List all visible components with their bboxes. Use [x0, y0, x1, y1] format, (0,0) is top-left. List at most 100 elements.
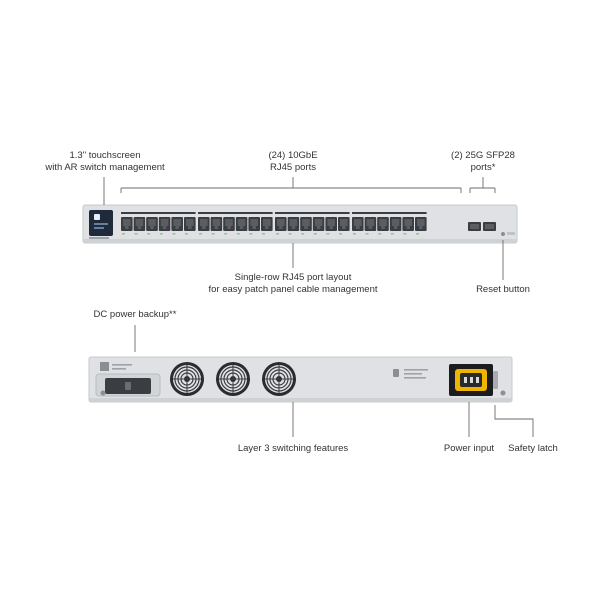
sfp-callout-line1: (2) 25G SFP28 — [451, 150, 515, 161]
regulatory-text-strip — [404, 369, 428, 371]
port-group-marker — [121, 212, 196, 214]
regulatory-text-strip — [404, 377, 426, 379]
port-layout-callout-line2: for easy patch panel cable management — [208, 284, 378, 295]
rj45-port — [210, 217, 223, 235]
ground-screw-icon — [500, 390, 506, 396]
rj45-port — [312, 217, 325, 235]
rj45-port — [402, 217, 414, 235]
touchscreen-logo-icon — [94, 214, 100, 220]
layer3-callout: Layer 3 switching features — [237, 443, 349, 454]
port-led — [159, 233, 163, 235]
port-led — [276, 233, 279, 235]
ubiquiti-logo-icon — [393, 369, 399, 377]
rj45-port — [287, 217, 300, 235]
reset-callout: Reset button — [476, 284, 530, 295]
sfp-callout-line2: ports* — [470, 162, 496, 173]
port-group-marker — [198, 212, 273, 214]
port-led — [378, 233, 382, 235]
rear-chassis-lip — [89, 398, 512, 402]
rj45-port — [248, 217, 260, 235]
port-led — [416, 233, 419, 235]
front-chassis-lip — [83, 239, 517, 243]
port-led — [365, 233, 369, 235]
rj45-port — [377, 217, 389, 235]
sfp28-port — [468, 222, 481, 231]
port-layout-callout: Single-row RJ45 port layout for easy pat… — [198, 272, 388, 296]
rj45-port — [158, 217, 171, 235]
sfp-callout: (2) 25G SFP28 ports* — [433, 150, 533, 174]
port-led — [249, 233, 253, 235]
safety-latch-leader — [494, 405, 534, 437]
dc-power-latch-icon — [125, 382, 131, 390]
fan-icon — [170, 362, 204, 396]
ground-screw-icon — [100, 390, 106, 396]
rj45-port — [364, 217, 377, 235]
rj45-port — [121, 217, 133, 235]
fan-group — [170, 362, 296, 396]
touchscreen-status-line — [94, 227, 104, 229]
rj45-port — [146, 217, 158, 235]
rj45-port — [133, 217, 146, 235]
touchscreen-callout: 1.3" touchscreen with AR switch manageme… — [40, 150, 170, 174]
rj45-port — [275, 217, 287, 235]
sfp-port-pair — [468, 222, 496, 231]
power-pin — [470, 377, 473, 383]
qr-code-icon — [100, 362, 109, 371]
port-led — [326, 233, 330, 235]
port-layout-callout-line1: Single-row RJ45 port layout — [234, 272, 352, 283]
rj45-callout-line1: (24) 10GbE — [268, 150, 318, 161]
front-panel — [82, 204, 518, 244]
rj45-callout: (24) 10GbE RJ45 ports — [233, 150, 353, 174]
port-led — [353, 233, 356, 235]
port-led — [147, 233, 151, 235]
power-pin — [464, 377, 467, 383]
port-led — [301, 233, 305, 235]
dc-power-callout: DC power backup** — [93, 309, 177, 320]
port-led — [339, 233, 342, 235]
fan-icon — [262, 362, 296, 396]
port-led — [172, 233, 176, 235]
rj45-port — [171, 217, 183, 235]
port-group-marker — [275, 212, 350, 214]
label-text-strip — [112, 364, 132, 366]
touchscreen-callout-line1: 1.3" touchscreen — [69, 150, 141, 161]
rj45-port — [338, 217, 350, 235]
rj45-port — [415, 217, 427, 235]
rj45-port — [235, 217, 248, 235]
rj45-callout-line2: RJ45 ports — [270, 162, 316, 173]
rj45-port — [198, 217, 210, 235]
regulatory-text-strip — [404, 373, 422, 375]
label-text-strip — [112, 368, 126, 370]
rj45-port — [352, 217, 364, 235]
safety-latch-clip — [493, 371, 498, 389]
rear-panel — [88, 356, 513, 403]
reset-button — [501, 232, 505, 236]
sfp28-port — [483, 222, 496, 231]
port-led — [199, 233, 202, 235]
rj45-port — [223, 217, 235, 235]
rj45-port — [184, 217, 196, 235]
port-led — [211, 233, 215, 235]
port-led — [122, 233, 125, 235]
port-led — [288, 233, 292, 235]
port-led — [262, 233, 265, 235]
fan-icon — [216, 362, 250, 396]
rj45-port — [325, 217, 337, 235]
port-led — [313, 233, 317, 235]
power-pin — [476, 377, 479, 383]
port-led — [403, 233, 407, 235]
port-led — [236, 233, 240, 235]
port-led — [134, 233, 138, 235]
rj45-port — [389, 217, 402, 235]
model-label-strip — [89, 237, 109, 239]
rj45-port — [261, 217, 273, 235]
rj45-port — [300, 217, 312, 235]
reset-label-strip — [507, 232, 515, 235]
port-led — [185, 233, 188, 235]
port-group-marker — [352, 212, 427, 214]
callout-lines — [103, 177, 534, 437]
touchscreen-status-line — [94, 223, 108, 225]
rj45-port-row — [121, 212, 427, 235]
